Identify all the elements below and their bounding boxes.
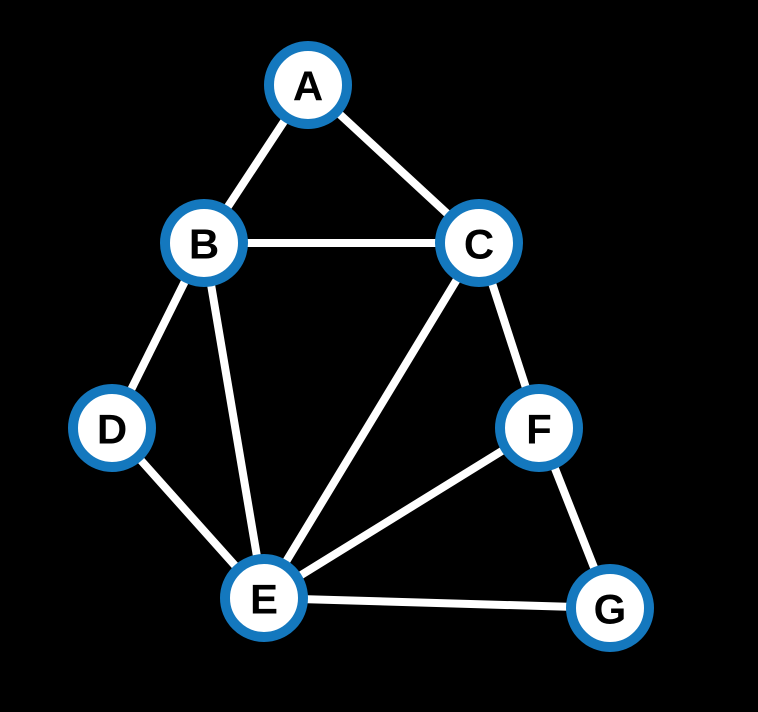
graph-node-b[interactable]: B — [160, 199, 248, 287]
node-circle-c — [435, 199, 523, 287]
node-circle-f — [495, 384, 583, 472]
graph-edge-e-g[interactable] — [263, 594, 611, 612]
node-circle-a — [264, 41, 352, 129]
node-circle-b — [160, 199, 248, 287]
graph-node-f[interactable]: F — [495, 384, 583, 472]
node-label-b: B — [189, 221, 219, 268]
graph-node-c[interactable]: C — [435, 199, 523, 287]
graph-node-d[interactable]: D — [68, 384, 156, 472]
node-label-f: F — [526, 406, 552, 453]
node-circle-g — [566, 564, 654, 652]
node-label-a: A — [293, 63, 323, 110]
graph-node-a[interactable]: A — [264, 41, 352, 129]
node-label-e: E — [250, 576, 278, 623]
node-label-c: C — [464, 221, 494, 268]
node-circle-d — [68, 384, 156, 472]
graph-edge-e-f[interactable] — [261, 424, 542, 602]
graph-node-g[interactable]: G — [566, 564, 654, 652]
node-circle-e — [220, 554, 308, 642]
edges-layer — [108, 82, 614, 612]
graph-node-e[interactable]: E — [220, 554, 308, 642]
nodes-layer: A B C D E F G — [68, 41, 654, 652]
graph-edge-c-e[interactable] — [260, 240, 483, 601]
graph-edge-b-e[interactable] — [200, 242, 268, 599]
node-label-d: D — [97, 406, 127, 453]
node-label-g: G — [594, 586, 627, 633]
